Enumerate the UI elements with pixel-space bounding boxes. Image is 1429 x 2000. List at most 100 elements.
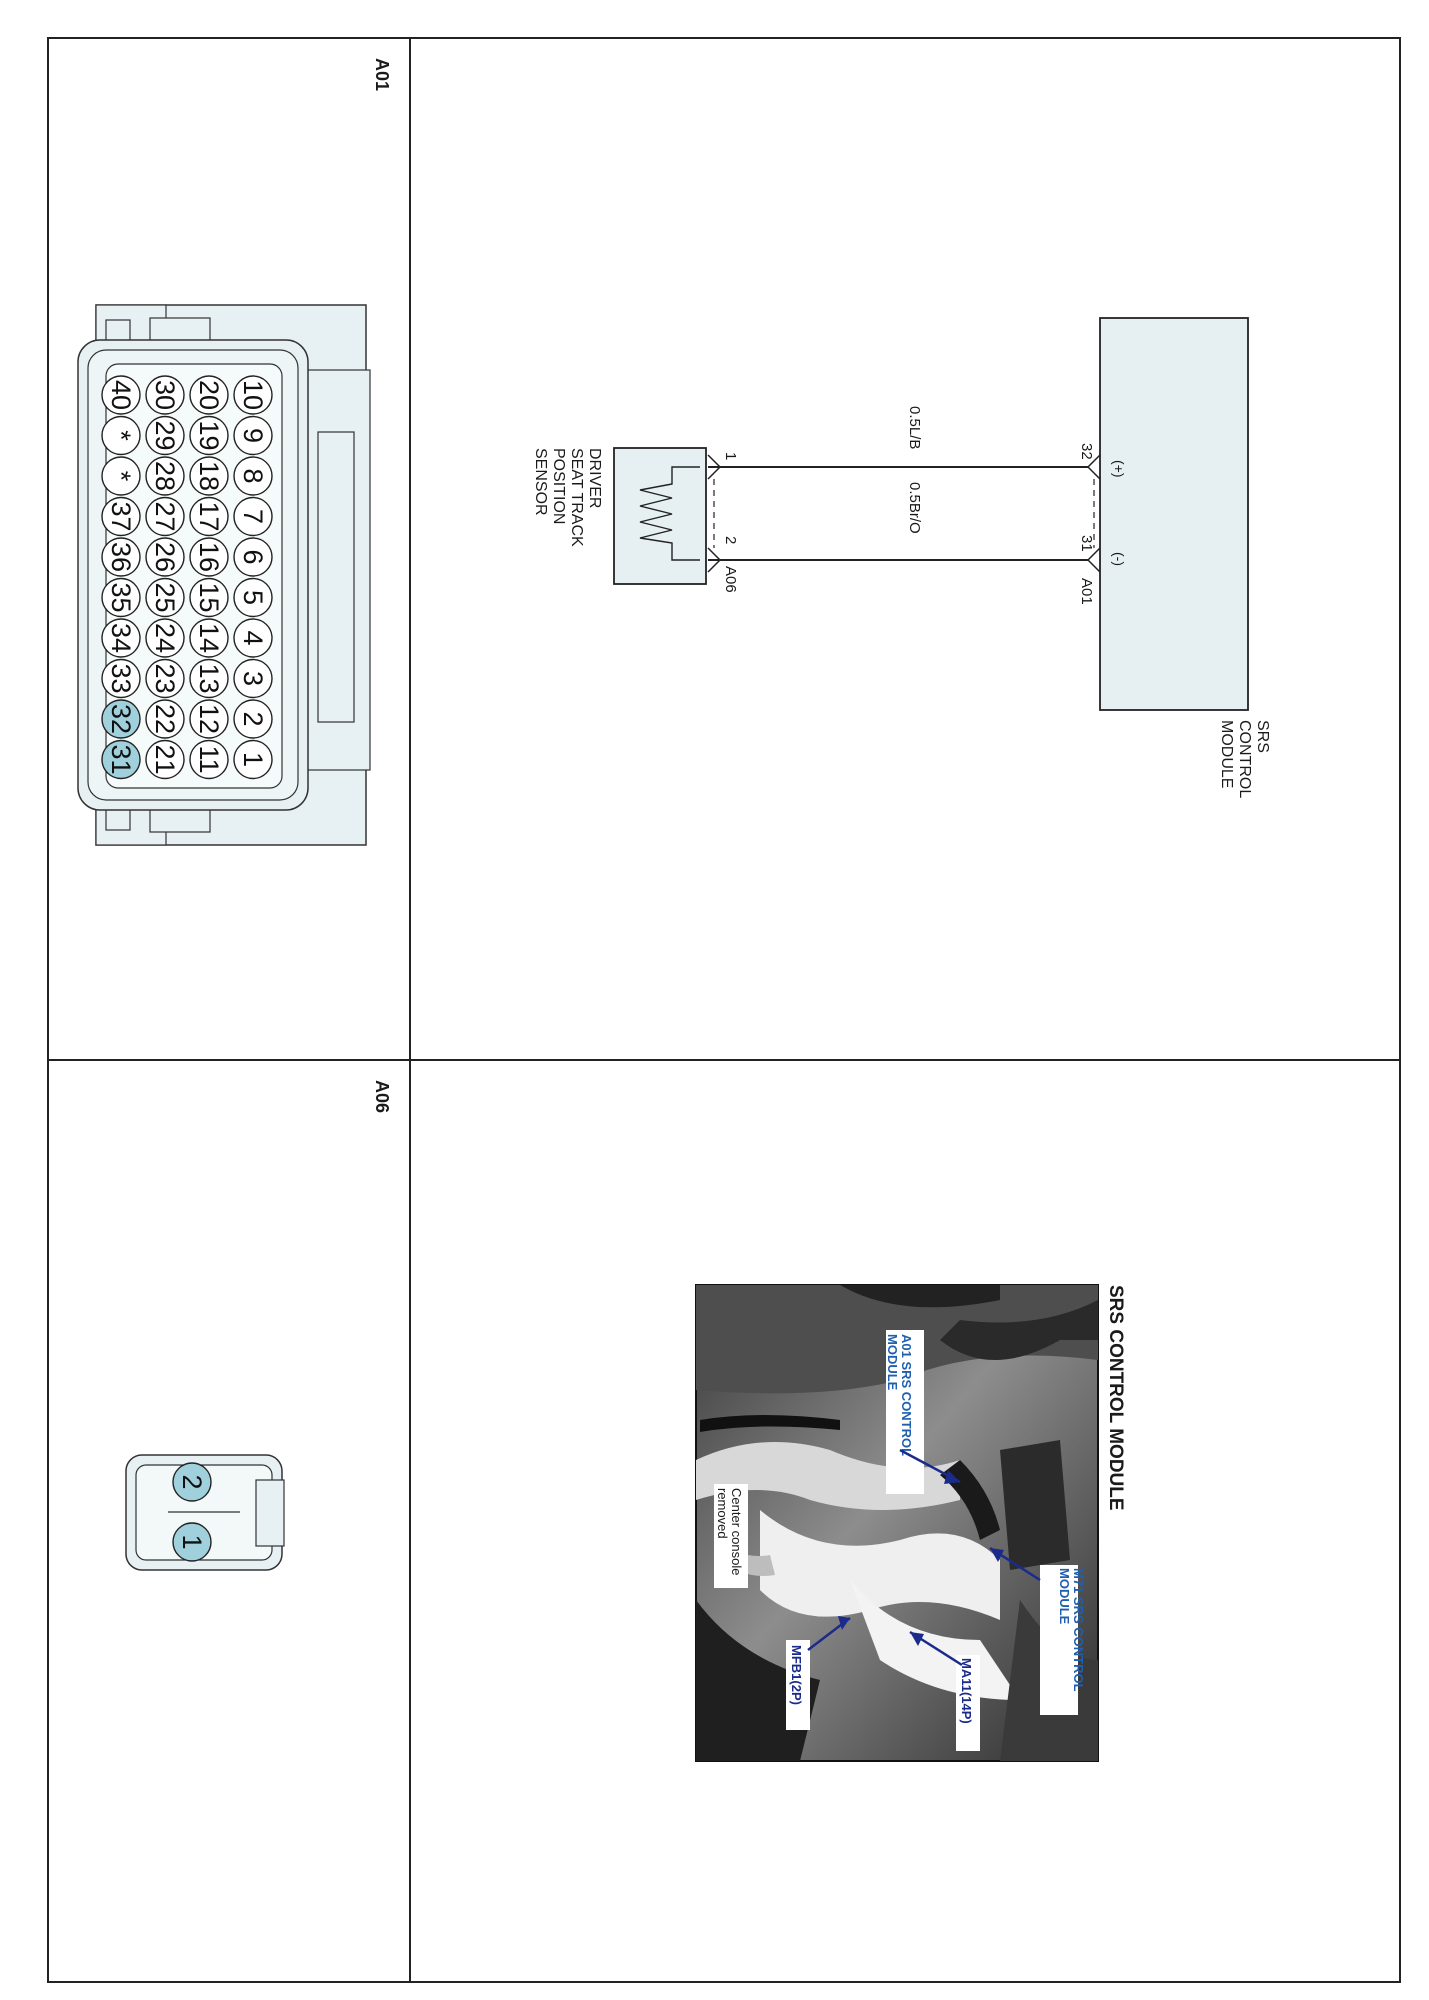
a01-pin-label: 1 [238,752,268,767]
svg-text:SEAT TRACK: SEAT TRACK [568,448,585,547]
a01-pin-unused [101,415,141,456]
callout-a01-line1: A01 SRS CONTROL [899,1334,914,1456]
a01-pin-label: 16 [194,542,224,572]
a01-pin-24 [145,618,185,658]
callout-a01-line2: MODULE [885,1334,900,1391]
sensor-pin-1-number: 1 [722,452,739,460]
sensor-connector-code: A06 [722,566,739,593]
callout-m71-line2: MODULE [1057,1568,1072,1625]
a01-pin-29 [145,415,185,456]
a01-pin-label: 20 [194,380,224,410]
photo-title-visible: SRS CONTROL MODULE [1105,1285,1126,1511]
a01-pin-11 [189,739,229,780]
a01-pin-37 [101,496,141,537]
srs-pin-32-number: 32 [1078,443,1095,460]
a01-pin-label: 8 [238,468,268,483]
srs-module-label: SRS CONTROL MODULE [1218,720,1271,798]
wire-2-label: 0.5Br/O [906,482,923,534]
a01-connector-face: 1098765432120191817161514131211302928272… [77,304,371,846]
a01-pin-31 [101,739,141,780]
a01-pin-23 [145,658,185,699]
a01-pin-label: 9 [238,428,268,443]
a01-pin-label: 19 [194,420,224,450]
a01-pin-label: 4 [238,630,268,645]
callout-m71-line1: M71 SRS CONTROL [1071,1568,1086,1692]
a01-pin-label: * [106,430,136,441]
a01-pin-6 [233,537,273,577]
a01-pin-label: 3 [238,671,268,686]
a01-pin-label: 35 [106,582,136,612]
a01-pin-label: 25 [150,582,180,612]
svg-text:SRS: SRS [1254,720,1271,753]
a01-pin-label: 10 [238,380,268,410]
wire-1-label: 0.5L/B [906,406,923,449]
a01-pin-label: 11 [194,745,224,773]
a06-connector-face: 21 [125,1454,285,1571]
a01-pin-21 [145,739,185,780]
svg-text:DRIVER: DRIVER [586,448,603,508]
a01-pin-label: 13 [194,663,224,693]
a01-pin-label: 37 [106,501,136,531]
page-frame [47,37,1401,1983]
seat-track-sensor-box [613,447,707,585]
a06-pin-1 [172,1522,212,1562]
a01-pin-label: 21 [150,744,180,774]
a01-pin-label: 26 [150,542,180,572]
a01-pin-35 [101,577,141,618]
a01-pin-34 [101,618,141,658]
a06-pin-label: 2 [177,1474,207,1489]
a01-pin-label: 14 [194,623,224,653]
a01-pin-17 [189,496,229,537]
a01-pin-label: 2 [238,711,268,726]
a01-pin-19 [189,415,229,456]
a01-pin-label: 5 [238,590,268,605]
a01-pin-label: 23 [150,663,180,693]
callout-mfb1: MFB1(2P) [789,1645,804,1705]
a01-pin-18 [189,456,229,496]
a01-pin-2 [233,699,273,739]
a01-pin-15 [189,577,229,618]
srs-connector-code: A01 [1078,578,1095,605]
a01-pin-label: 17 [194,501,224,531]
svg-text:CONTROL: CONTROL [1236,720,1253,798]
sensor-resistor-symbol [639,466,700,561]
svg-text:SENSOR: SENSOR [532,448,549,516]
a01-pin-8 [233,456,273,496]
a01-pin-label: 27 [150,501,180,531]
a01-pin-1 [233,739,273,780]
sensor-pin-2-number: 2 [722,536,739,544]
callout-console-line2: removed [715,1488,730,1539]
a06-pin-label: 1 [177,1534,207,1549]
a01-pin-13 [189,658,229,699]
a01-pin-14 [189,618,229,658]
a06-connector-title: A06 [372,1080,392,1113]
a01-pin-16 [189,537,229,577]
callout-console-line1: Center console [729,1488,744,1575]
a01-pin-5 [233,577,273,618]
a01-pin-10 [233,375,273,415]
sensor-label: DRIVER SEAT TRACK POSITION SENSOR [532,448,603,547]
a01-pin-4 [233,618,273,658]
a01-pin-grid: 1098765432120191817161514131211302928272… [101,375,273,780]
a01-pin-label: * [106,471,136,482]
a06-pin-grid: 21 [172,1462,212,1562]
a01-pin-33 [101,658,141,699]
a01-pin-3 [233,658,273,699]
a01-pin-12 [189,699,229,739]
a01-pin-20 [189,375,229,415]
a01-pin-22 [145,699,185,739]
a01-pin-25 [145,577,185,618]
a01-pin-26 [145,537,185,577]
a01-pin-label: 40 [106,380,136,410]
callout-ma11: MA11(14P) [959,1658,974,1724]
srs-plus-sign: (+) [1111,460,1127,478]
a01-pin-label: 36 [106,542,136,572]
sensor-pin-1-terminal [707,454,722,480]
a01-pin-label: 32 [106,704,136,734]
a01-pin-label: 29 [150,420,180,450]
a01-pin-7 [233,496,273,537]
a01-pin-label: 22 [150,704,180,734]
a01-pin-27 [145,496,185,537]
a01-pin-label: 34 [106,623,136,653]
